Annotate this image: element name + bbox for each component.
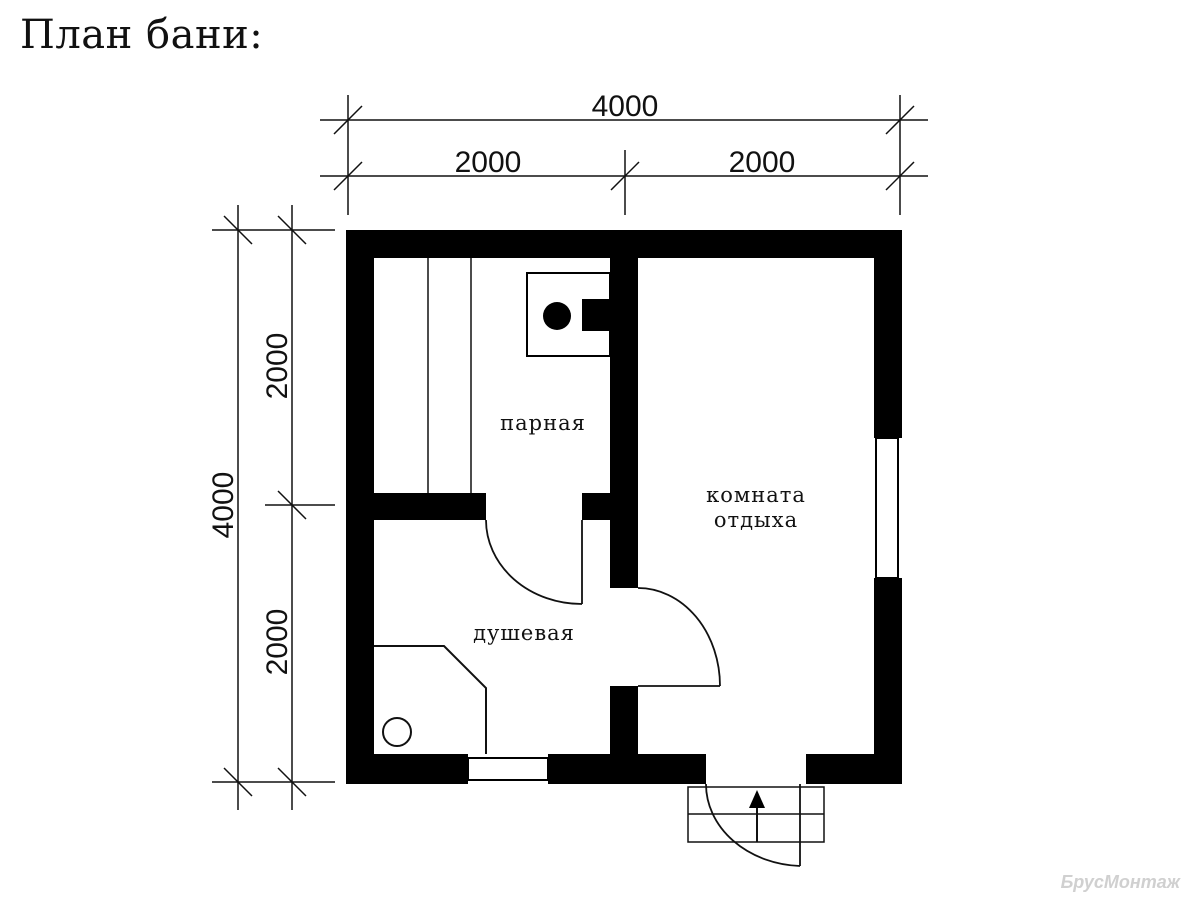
entrance-steps: [687, 786, 825, 843]
dim-left-top: 2000: [261, 333, 294, 400]
door-rest-swing: [637, 587, 721, 687]
top-dimensions: [320, 95, 928, 215]
watermark: БрусМонтаж: [1061, 872, 1182, 892]
room-label-rest-2: отдыха: [714, 508, 798, 532]
dim-top-total: 4000: [592, 90, 659, 123]
dim-left-bottom: 2000: [261, 609, 294, 676]
left-dimensions: [212, 205, 335, 810]
walls: [346, 230, 902, 784]
room-label-steam: парная: [500, 411, 586, 435]
shower-cabin: [374, 645, 487, 754]
steam-benches: [427, 258, 472, 493]
window-bottom: [467, 757, 549, 781]
dim-top-right: 2000: [729, 146, 796, 179]
dim-top-left: 2000: [455, 146, 522, 179]
door-entrance-swing: [705, 783, 801, 867]
entrance-arrow-icon: [749, 790, 765, 808]
dim-left-total: 4000: [207, 472, 240, 539]
windows: [467, 437, 899, 781]
page-title: План бани:: [20, 12, 264, 58]
room-label-rest-1: комната: [706, 483, 806, 507]
stove: [526, 272, 611, 357]
door-steam-swing: [485, 519, 583, 605]
window-right: [875, 437, 899, 579]
doors: [485, 519, 801, 867]
room-label-shower: душевая: [473, 621, 575, 645]
shower-drain-icon: [382, 717, 412, 747]
